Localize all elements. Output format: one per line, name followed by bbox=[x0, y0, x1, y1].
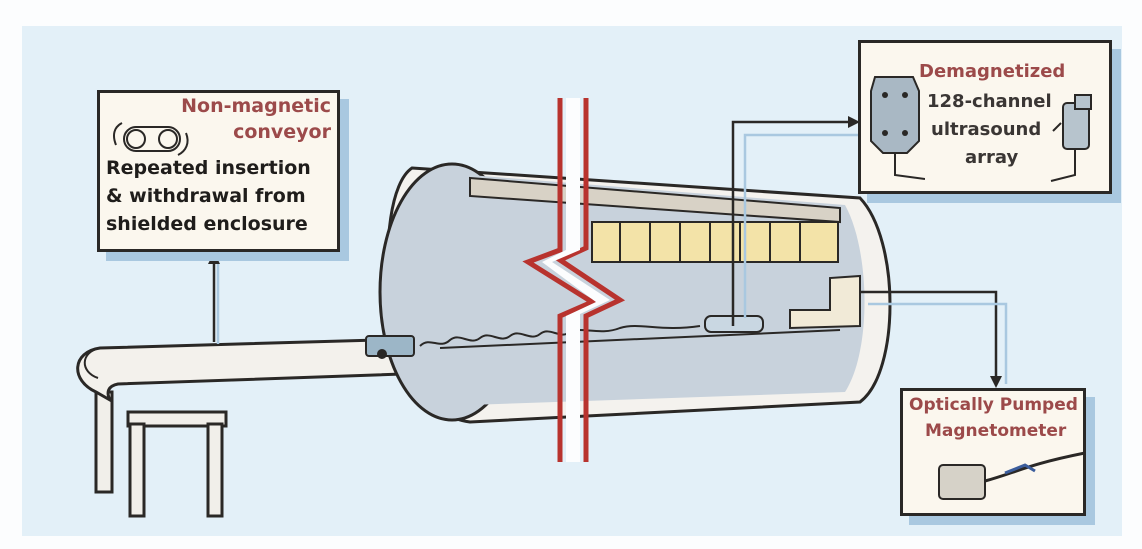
array-line1: Demagnetized bbox=[919, 61, 1066, 82]
ultrasound-probe-icon bbox=[1050, 94, 1092, 182]
conveyor-desc-line1: Repeated insertion bbox=[106, 157, 311, 179]
window-dividers bbox=[619, 222, 801, 262]
opm-line2: Magnetometer bbox=[925, 421, 1067, 441]
shielded-enclosure bbox=[378, 162, 892, 424]
cut-line bbox=[522, 98, 626, 462]
transducer-icon bbox=[365, 335, 415, 359]
conveyor-desc-line3: shielded enclosure bbox=[106, 213, 308, 235]
array-line4: array bbox=[965, 147, 1019, 168]
array-line2: 128-channel bbox=[927, 91, 1052, 112]
interior-rail bbox=[439, 329, 841, 349]
connector-lines bbox=[208, 116, 1008, 388]
window-panels bbox=[591, 221, 839, 263]
sensor-stand bbox=[789, 274, 861, 330]
magnetometer-sensor-icon bbox=[938, 451, 1085, 500]
conveyor-rail-edge bbox=[83, 347, 101, 379]
array-line3: ultrasound bbox=[931, 119, 1042, 140]
conveyor-belt-icon bbox=[113, 122, 189, 156]
ultrasound-array-box: Demagnetized 128-channel ultrasound arra… bbox=[858, 40, 1112, 194]
conveyor-desc-line2: & withdrawal from bbox=[106, 185, 306, 207]
opm-line1: Optically Pumped bbox=[909, 395, 1078, 415]
conveyor-title-line2: conveyor bbox=[233, 121, 331, 143]
magnetometer-box: Optically Pumped Magnetometer bbox=[900, 388, 1086, 516]
conveyor-title-line1: Non-magnetic bbox=[181, 95, 331, 117]
conveyor-stand bbox=[94, 390, 228, 518]
cable-coil bbox=[419, 325, 701, 347]
transducer-block-icon bbox=[870, 76, 925, 180]
conveyor-label-box: Non-magnetic conveyor Repeated insertion… bbox=[97, 90, 340, 252]
